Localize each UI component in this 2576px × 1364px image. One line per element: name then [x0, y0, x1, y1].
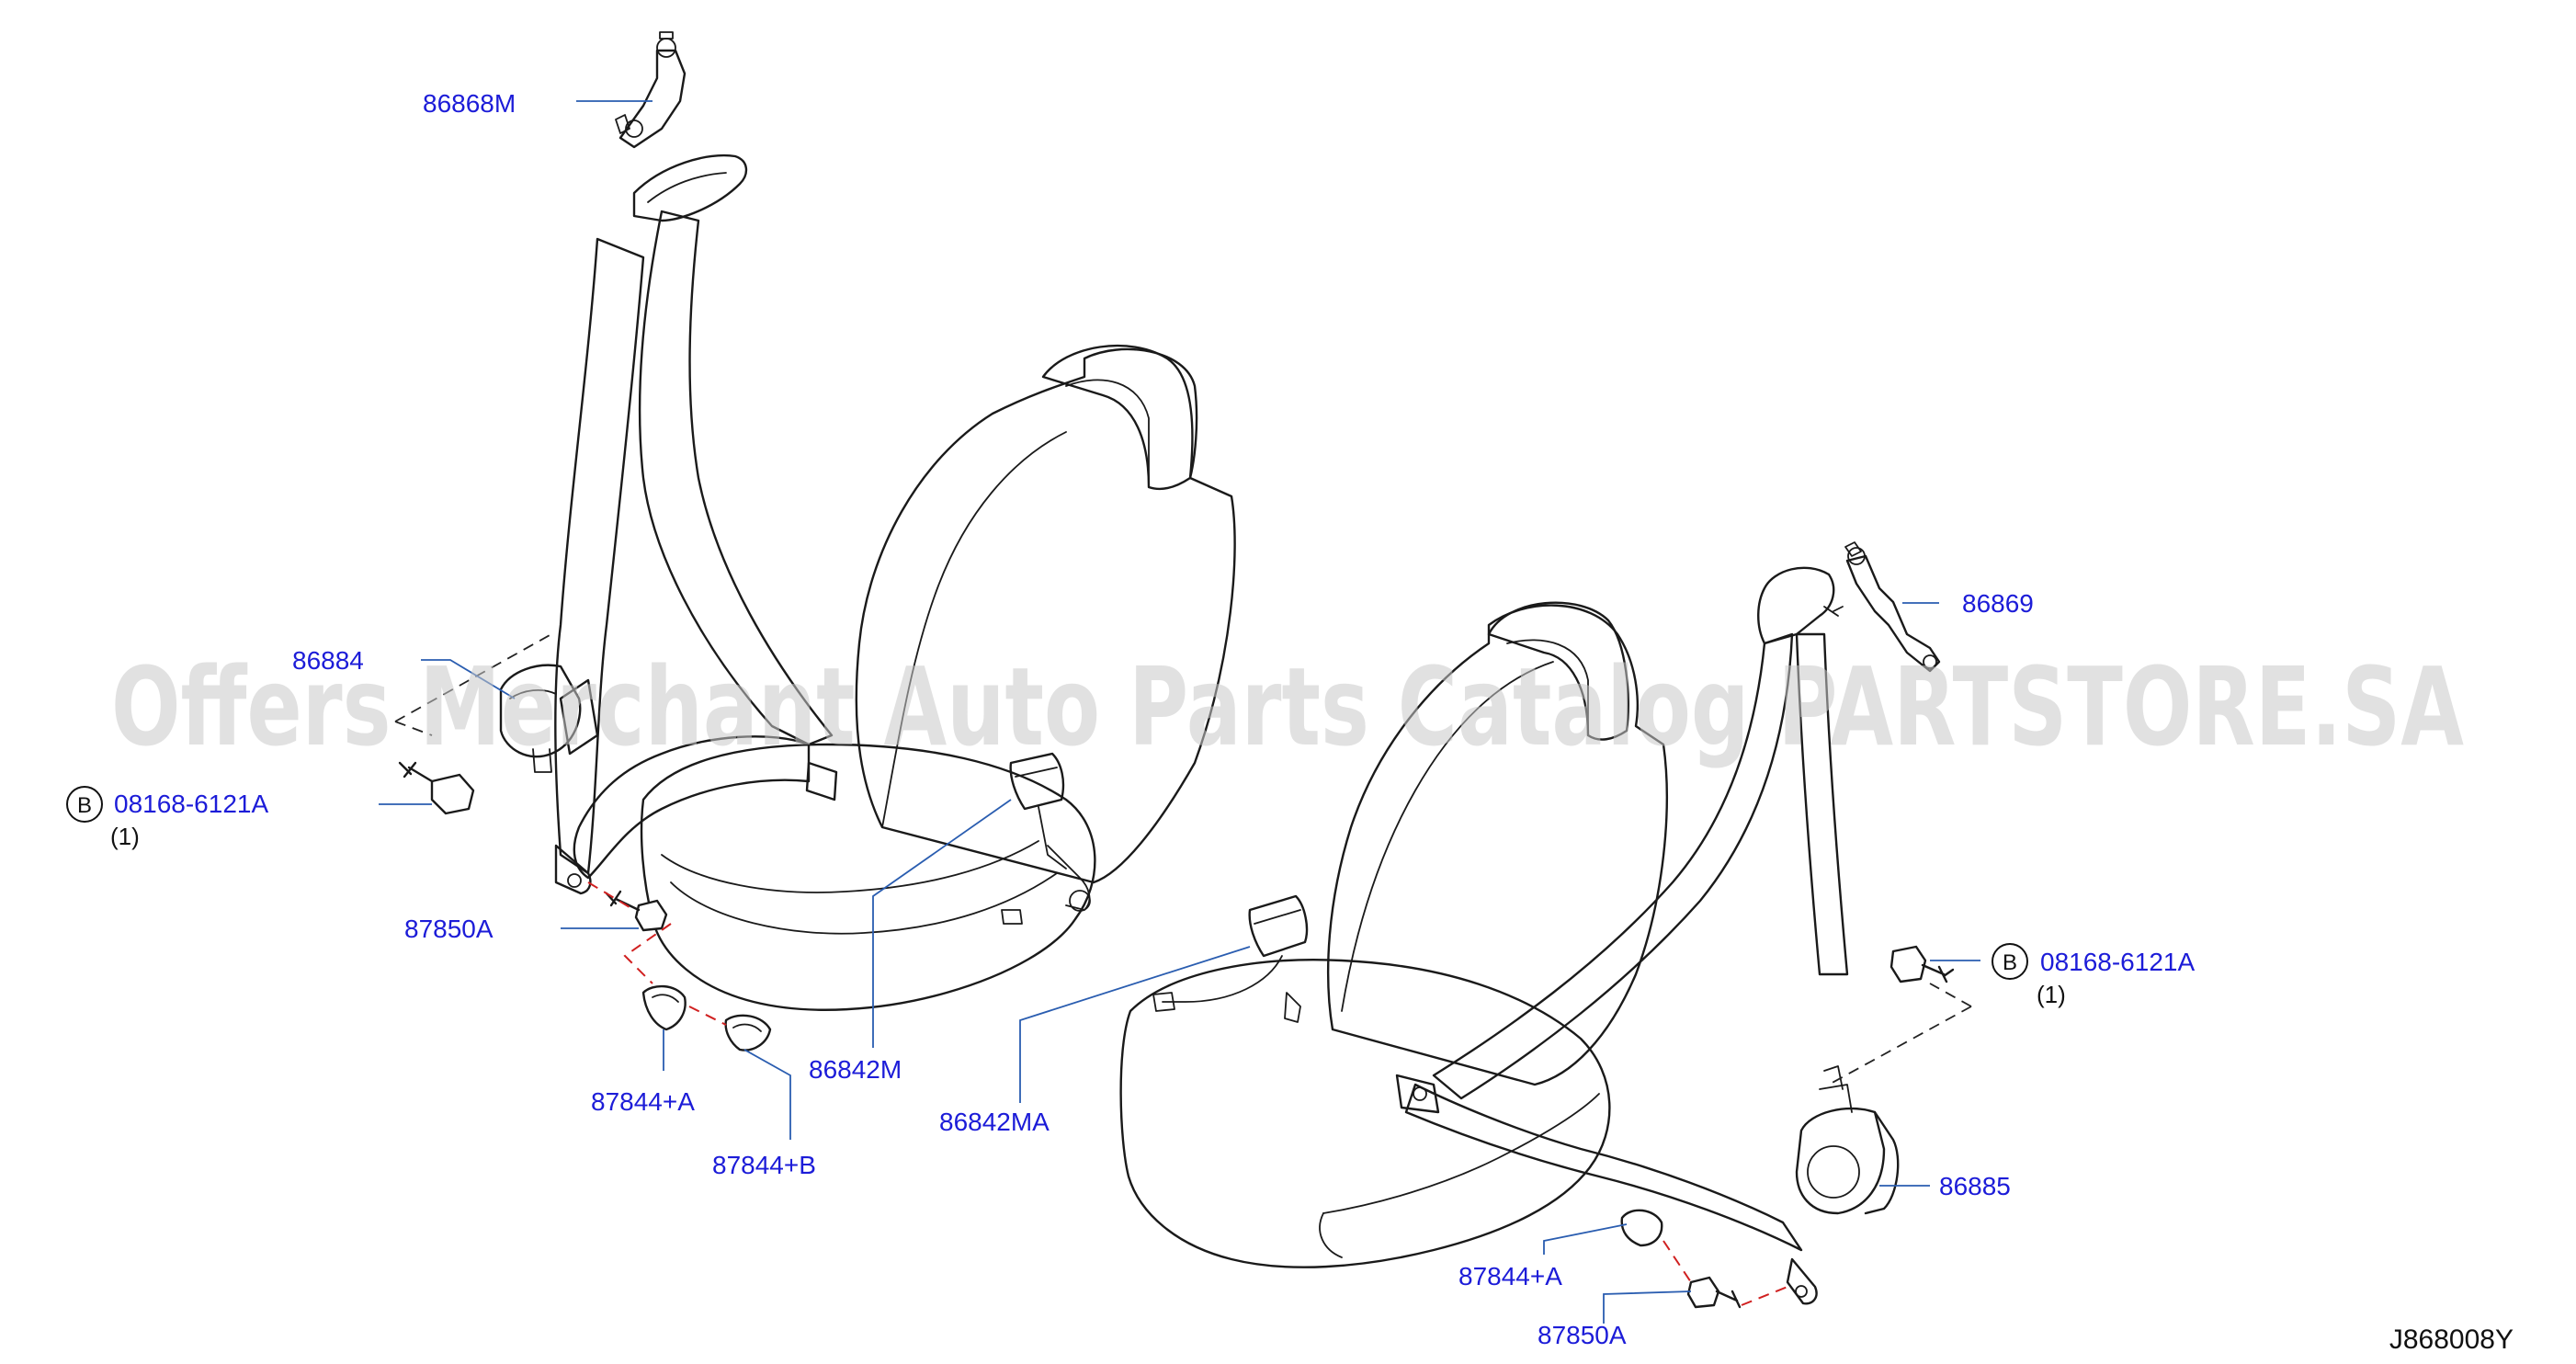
callout-87844a-left: 87844+A — [591, 1087, 695, 1116]
badge-b-left-letter: B — [77, 793, 92, 818]
callout-08168-6121a-left: 08168-6121A — [114, 790, 268, 818]
diagram-code: J868008Y — [2389, 1324, 2514, 1355]
callout-08168-6121a-right: 08168-6121A — [2040, 948, 2195, 976]
callout-86868m: 86868M — [423, 89, 516, 118]
leader-lines — [379, 100, 1980, 1324]
right-seat — [1119, 541, 1972, 1309]
callout-labels: 86868M 86884 B 08168-6121A (1) 87850A 87… — [66, 89, 2514, 1355]
callout-86885: 86885 — [1939, 1172, 2011, 1200]
badge-b-right-letter: B — [2003, 950, 2017, 975]
callout-86869: 86869 — [1962, 589, 2034, 618]
callout-86884: 86884 — [292, 646, 364, 675]
callout-87844a-right: 87844+A — [1458, 1262, 1562, 1290]
callout-87850a-right: 87850A — [1538, 1321, 1627, 1349]
left-seat — [394, 31, 1236, 1051]
callout-86842ma: 86842MA — [939, 1108, 1050, 1136]
callout-08168-6121a-left-qty: (1) — [110, 823, 140, 850]
callout-87850a-left: 87850A — [404, 915, 494, 943]
watermark-text: Offers Merchant Auto Parts Catalog PARTS… — [111, 643, 2464, 770]
badge-b-right — [1992, 943, 2028, 980]
callout-86842m: 86842M — [809, 1055, 902, 1084]
callout-08168-6121a-right-qty: (1) — [2037, 981, 2066, 1008]
callout-87844b-left: 87844+B — [712, 1151, 816, 1179]
badge-b-left — [66, 786, 103, 823]
